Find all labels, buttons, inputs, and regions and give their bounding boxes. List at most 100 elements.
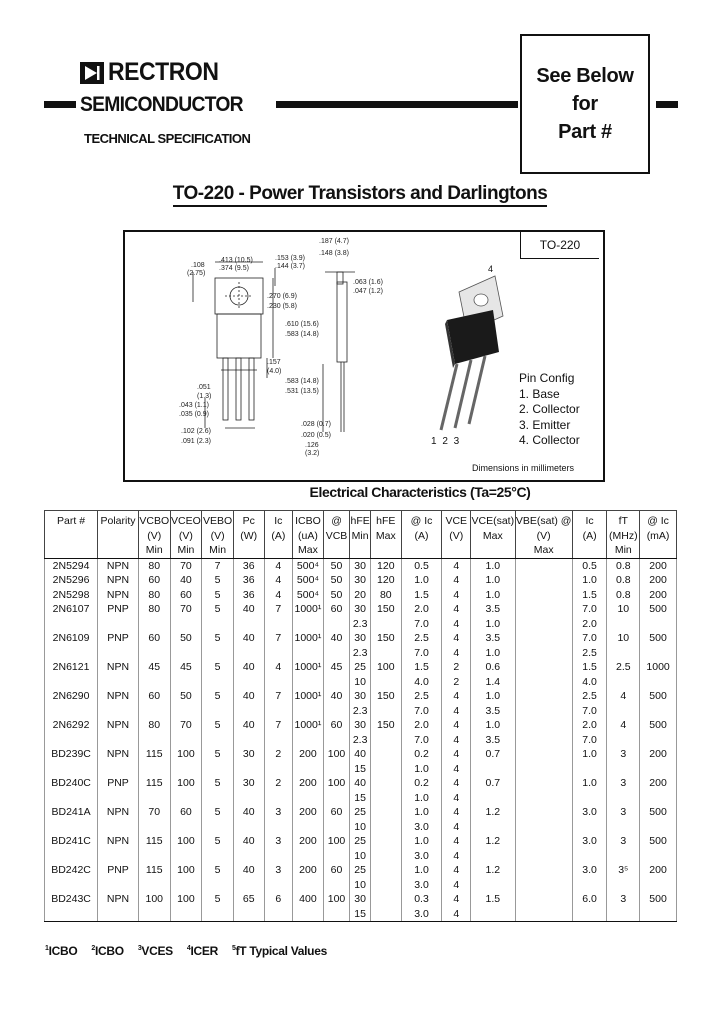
cell-line: 4	[453, 849, 460, 862]
cell-line: 60	[180, 588, 192, 601]
table-cell-part: 2N6292	[43, 718, 99, 747]
cell-line: 60	[330, 719, 343, 731]
dim-label: .157	[267, 359, 281, 366]
pin-config-line: 3. Emitter	[519, 417, 571, 432]
cell-line: 40	[330, 632, 343, 644]
table-cell-ft: 0.8	[606, 557, 641, 573]
table-cell-vebo: 5	[201, 776, 234, 805]
table-cell-vceo: 50	[169, 631, 203, 660]
cell-line: 200	[649, 574, 667, 586]
table-cell-ftic: 200	[639, 557, 677, 573]
table-cell-vcbo: 115	[137, 834, 171, 863]
cell-line: 4.0	[582, 675, 597, 688]
column-header-mm: Min	[177, 544, 195, 556]
table-cell-vbesat	[514, 718, 573, 747]
pin-config: Pin Config 1. Base 2. Collector 3. Emitt…	[519, 371, 580, 449]
table-cell-vcbo: 80	[137, 602, 171, 631]
cell-line: BD243C	[51, 893, 91, 905]
table-cell-hmax	[369, 834, 402, 863]
table-cell-vcb: 50	[322, 557, 351, 573]
table-cell-part: BD242C	[43, 863, 99, 892]
column-header-sym: VCEO	[171, 515, 201, 527]
column-header-sym: VBE(sat) @	[515, 515, 572, 527]
header-rule-right	[656, 101, 678, 108]
column-header-sym: Ic	[585, 515, 594, 527]
column-header-unit: (A)	[582, 529, 597, 542]
table-cell-ftic: 200	[639, 863, 677, 892]
table-cell-pc: 40	[232, 689, 265, 718]
cell-line: 7	[275, 603, 282, 615]
table-cell-ica: 1.5	[400, 587, 443, 602]
table-cell-vebo: 5	[201, 747, 234, 776]
tab-pin-number: 4	[488, 264, 494, 274]
cell-line: 7	[275, 632, 282, 644]
column-header: ICBO(uA)Max	[292, 510, 324, 559]
cell-line: 100	[177, 777, 195, 789]
cell-line: 1.5	[414, 661, 429, 673]
table-cell-hmax: 150	[369, 602, 402, 631]
cell-line: 25	[354, 806, 366, 818]
cell-line: 150	[377, 690, 395, 702]
dim-label: .043 (1.1)	[179, 402, 209, 409]
cell-line: 7.0	[582, 603, 597, 615]
table-cell-icbo: 200	[292, 834, 324, 863]
table-cell-hmin: 30	[349, 573, 371, 588]
table-cell-vbesat	[514, 689, 573, 718]
table-cell-icv: 1.0	[571, 573, 608, 588]
column-header-unit: (V)	[449, 529, 464, 542]
cell-line: 50	[180, 690, 192, 702]
table-cell-vbesat	[514, 805, 573, 834]
table-cell-vbesat	[514, 557, 573, 573]
cell-line: 1.0	[485, 690, 501, 702]
cell-line: 200	[649, 777, 667, 789]
cell-line: 150	[377, 632, 395, 644]
footnote-text: fT Typical Values	[235, 944, 328, 958]
column-header: Ic (A)	[571, 510, 608, 559]
cell-line: 50	[330, 588, 343, 601]
table-cell-vebo: 5	[201, 863, 234, 892]
table-cell-part: 2N6109	[43, 631, 99, 660]
cell-line: 6	[275, 893, 282, 905]
cell-line: 1.0	[485, 559, 501, 572]
cell-line: 2.5	[414, 632, 429, 644]
cell-line: 4	[453, 893, 460, 905]
table-cell-vbesat	[514, 776, 573, 805]
cell-line: 115	[145, 748, 163, 760]
cell-line: 115	[145, 777, 163, 789]
cell-line: 5	[214, 588, 221, 601]
table-cell-vceo: 100	[169, 834, 203, 863]
cell-line: BD241A	[51, 806, 91, 818]
cell-line: 60	[180, 806, 192, 818]
cell-line: 100	[177, 835, 195, 847]
table-cell-hmax: 120	[369, 573, 402, 588]
cell-line: 4	[620, 719, 627, 731]
column-header-mm: Min	[209, 544, 227, 556]
table-cell-vceo: 60	[169, 587, 203, 602]
cell-line: 40	[242, 661, 255, 673]
cell-line: 15	[354, 762, 366, 775]
footnote-number: 5	[231, 945, 236, 952]
cell-line: 3	[620, 748, 627, 760]
cell-line: 2.5	[582, 690, 597, 702]
cell-line: 30	[242, 777, 255, 789]
cell-line: 1.2	[485, 835, 501, 847]
table-cell-pol: NPN	[97, 892, 139, 922]
cell-line: 4	[275, 588, 282, 601]
table-cell-vcb: 100	[322, 776, 351, 805]
table-cell-vceo: 50	[169, 689, 203, 718]
table-cell-part: 2N6121	[43, 660, 99, 689]
column-header-mm: Max	[482, 529, 503, 542]
cell-line: 40	[242, 719, 255, 731]
cell-line: 1.0	[414, 574, 429, 586]
pin-config-line: Pin Config	[519, 371, 575, 385]
cell-line: 2.0	[582, 617, 597, 630]
table-cell-ic: 4	[263, 557, 294, 573]
table-cell-ica: 1.0	[400, 573, 443, 588]
